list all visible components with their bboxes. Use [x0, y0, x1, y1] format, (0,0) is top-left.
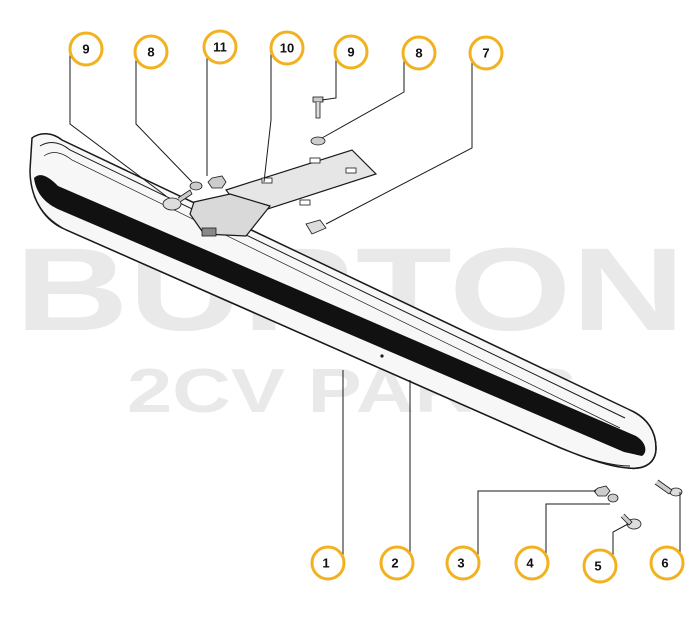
- bumper-end-right: [627, 409, 657, 470]
- svg-text:8: 8: [147, 45, 154, 60]
- mounting-bracket: [189, 149, 378, 237]
- bumper-lower-lip: [33, 195, 631, 467]
- callout-11: 11: [202, 29, 238, 65]
- leader-8b: [321, 53, 405, 139]
- leader-lines: [69, 47, 681, 563]
- callout-9-left: 9: [68, 31, 104, 67]
- svg-text:9: 9: [82, 42, 89, 57]
- leader-9a: [69, 49, 167, 197]
- svg-text:3: 3: [457, 556, 464, 571]
- washer-part-8-left: [189, 181, 203, 191]
- rubber-insert: [34, 175, 646, 457]
- bumper-highlight: [43, 152, 621, 429]
- bracket-slot-1: [261, 177, 273, 184]
- svg-text:5: 5: [594, 559, 601, 574]
- bracket-slot-3: [345, 167, 357, 174]
- svg-text:1: 1: [322, 556, 329, 571]
- bracket-slot-2: [309, 157, 321, 164]
- svg-text:2: 2: [391, 556, 398, 571]
- callouts: 1 2 3 4 5 6 7 8: [68, 29, 685, 584]
- callout-2: 2: [379, 545, 415, 581]
- leader-3: [477, 490, 596, 563]
- bolt-part-6: [654, 479, 683, 497]
- leader-7: [325, 53, 473, 225]
- washer-part-4: [607, 493, 619, 503]
- washer-part-8-top: [310, 136, 326, 146]
- callout-9-right: 9: [333, 34, 369, 70]
- svg-text:4: 4: [526, 556, 534, 571]
- leader-5: [612, 523, 629, 563]
- callout-10: 10: [269, 30, 305, 66]
- bolt-part-9-top: [312, 96, 324, 119]
- callout-8-right: 8: [401, 35, 437, 71]
- clip-nut-part-7: [305, 219, 327, 235]
- bolt-part-9-left: [162, 189, 193, 211]
- bolt-part-5: [620, 513, 642, 530]
- callout-6: 6: [649, 545, 685, 581]
- bumper-center-mark: [380, 354, 384, 358]
- nut-part-3: [593, 485, 611, 497]
- callout-3: 3: [445, 545, 481, 581]
- svg-text:7: 7: [482, 46, 489, 61]
- leader-4: [545, 503, 610, 563]
- bracket-slot-4: [299, 199, 311, 206]
- callout-4: 4: [514, 545, 550, 581]
- nut-part-11: [207, 175, 227, 189]
- leader-8a: [135, 52, 193, 183]
- callout-8-left: 8: [133, 34, 169, 70]
- leader-9b: [321, 52, 337, 101]
- leader-10: [263, 48, 272, 183]
- svg-text:10: 10: [280, 41, 294, 56]
- bumper-bar: [29, 133, 657, 470]
- callout-1: 1: [310, 545, 346, 581]
- svg-text:6: 6: [661, 556, 668, 571]
- svg-text:8: 8: [415, 46, 422, 61]
- callout-5: 5: [582, 548, 618, 584]
- bumper-top-edge: [39, 142, 626, 419]
- bracket-foot: [201, 227, 217, 237]
- svg-text:9: 9: [347, 45, 354, 60]
- svg-text:11: 11: [213, 40, 227, 55]
- bracket-arm: [189, 193, 272, 237]
- callout-7: 7: [468, 35, 504, 71]
